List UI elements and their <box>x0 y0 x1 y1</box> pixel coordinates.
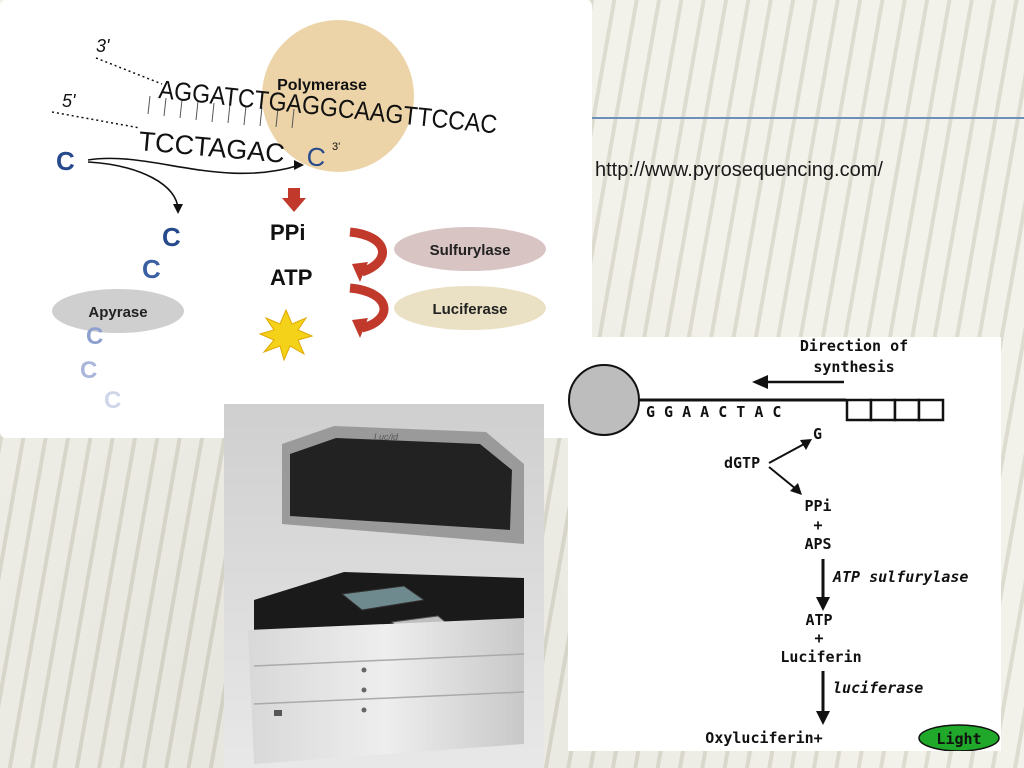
empty-base-slots <box>847 400 943 420</box>
nucleotide-c-4: C <box>86 323 103 350</box>
arrowhead-icon <box>752 375 768 389</box>
strand-3prime-dotted <box>96 58 162 84</box>
dgtp-to-g-arrow <box>769 443 806 463</box>
arrowhead-icon <box>816 711 830 725</box>
status-led <box>362 708 367 713</box>
atp-label: ATP <box>270 265 312 290</box>
status-led <box>362 668 367 673</box>
g-base-label: G <box>813 425 822 443</box>
dgtp-label: dGTP <box>724 454 760 472</box>
power-button <box>274 710 282 716</box>
apyrase-label: Apyrase <box>88 304 147 321</box>
degradation-arrow <box>88 162 178 210</box>
luciferase-label: luciferase <box>833 679 923 697</box>
incoming-nucleotide: C <box>56 146 75 176</box>
primer-sequence: TCCTAGAC <box>137 126 286 169</box>
plus-sign-2: + <box>814 629 823 647</box>
strand-5prime-dotted <box>52 112 140 128</box>
arrowhead-icon <box>816 597 830 611</box>
atp-label: ATP <box>805 611 832 629</box>
title-divider-line <box>592 117 1024 119</box>
sequencer-instrument-photo: Luc/id <box>224 404 544 768</box>
incorporated-nucleotide: C <box>305 141 326 173</box>
luciferase-label: Luciferase <box>432 301 507 318</box>
aps-label: APS <box>804 535 831 553</box>
ppi-label: PPi <box>804 497 831 515</box>
instrument-body <box>248 618 524 764</box>
dgtp-to-ppi-arrow <box>769 467 796 489</box>
primer-3prime-end: 3' <box>332 141 340 153</box>
template-bases: G G A A C T A C <box>646 403 781 421</box>
bead-icon <box>569 365 639 435</box>
nucleotide-c-1: C <box>162 222 181 252</box>
sulfurylase-label: Sulfurylase <box>430 242 511 259</box>
strand-5prime-label: 5' <box>62 91 76 111</box>
nucleotide-c-5: C <box>80 357 97 384</box>
instrument-brand-label: Luc/id <box>374 432 399 442</box>
ppi-release-arrow <box>282 188 306 212</box>
pyrosequencing-url[interactable]: http://www.pyrosequencing.com/ <box>595 159 883 182</box>
direction-label-line2: synthesis <box>813 358 894 376</box>
lid-interior <box>290 438 512 530</box>
atp-sulfurylase-label: ATP sulfurylase <box>832 568 968 586</box>
ppi-label: PPi <box>270 220 305 245</box>
luciferin-label: Luciferin <box>780 648 861 666</box>
nucleotide-c-2: C <box>142 254 161 284</box>
oxyluciferin-label: Oxyluciferin+ <box>705 729 822 747</box>
nucleotide-c-6: C <box>104 387 121 414</box>
strand-3prime-label: 3' <box>96 36 110 56</box>
reaction-cascade-figure: Direction of synthesis G G A A C T A C G… <box>568 337 1001 751</box>
arrowhead-icon <box>173 204 183 214</box>
status-led <box>362 688 367 693</box>
direction-label-line1: Direction of <box>800 337 908 355</box>
light-burst-icon <box>260 310 312 360</box>
pyrosequencing-scheme-figure: Polymerase 3' 5' AGGATCTGAGGCAAGTTCCAC T… <box>0 0 592 438</box>
light-label: Light <box>936 730 981 748</box>
plus-sign-1: + <box>813 516 822 534</box>
